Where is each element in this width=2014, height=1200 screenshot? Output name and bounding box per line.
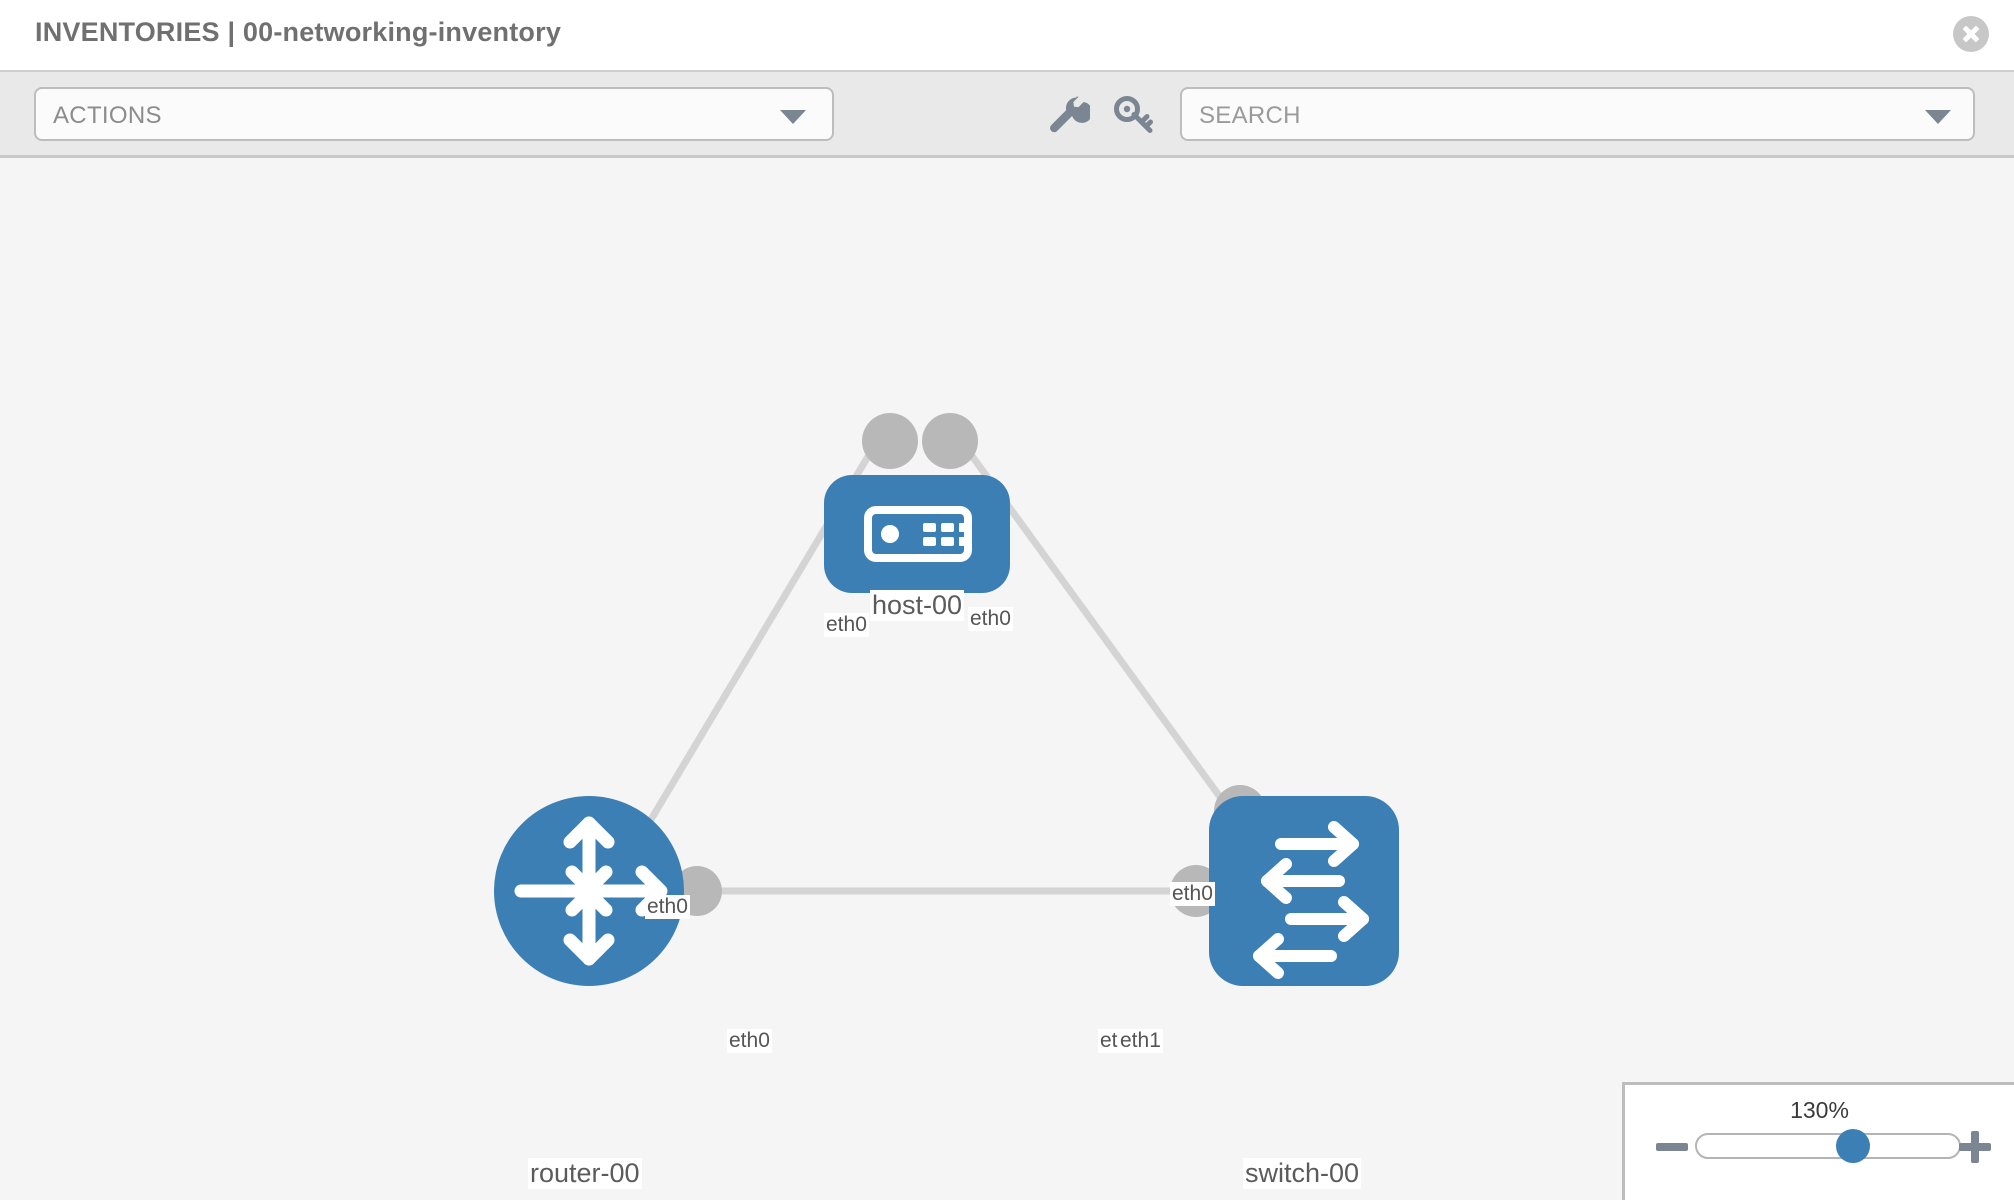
node-switch-00[interactable] xyxy=(1209,796,1399,986)
node-label-host-00: host-00 xyxy=(870,590,965,622)
iface-label: eth1 xyxy=(1118,1029,1163,1054)
connector-host-right xyxy=(922,413,978,469)
server-icon-details xyxy=(881,523,972,546)
plus-icon-v xyxy=(1971,1131,1979,1163)
iface-label: eth0 xyxy=(824,613,869,638)
search-placeholder: SEARCH xyxy=(1199,102,1301,129)
actions-dropdown-label: ACTIONS xyxy=(53,102,162,129)
iface-label: eth0 xyxy=(645,895,690,920)
server-icon xyxy=(864,506,972,562)
search-input[interactable]: SEARCH xyxy=(1180,87,1975,141)
node-label-router-00: router-00 xyxy=(528,1158,642,1190)
page-header: INVENTORIES | 00-networking-inventory xyxy=(0,0,2014,70)
node-router-00[interactable] xyxy=(494,796,684,986)
close-icon[interactable] xyxy=(1953,16,1989,52)
topology-canvas[interactable]: host-00 router-00 switch-00 eth0 eth0 et… xyxy=(0,158,2014,1200)
minus-icon xyxy=(1656,1143,1688,1151)
actions-dropdown[interactable]: ACTIONS xyxy=(34,87,834,141)
zoom-out-button[interactable] xyxy=(1655,1130,1689,1164)
page-title: INVENTORIES | 00-networking-inventory xyxy=(35,17,562,47)
chevron-down-icon xyxy=(780,110,806,124)
iface-label: eth0 xyxy=(968,607,1013,632)
zoom-in-button[interactable] xyxy=(1958,1130,1992,1164)
toolbar: ACTIONS SEARCH xyxy=(0,70,2014,158)
zoom-level-value: 130% xyxy=(1790,1097,1849,1123)
iface-label: eth0 xyxy=(727,1029,772,1054)
node-host-00[interactable] xyxy=(824,475,1010,593)
chevron-down-icon xyxy=(1925,110,1951,124)
zoom-slider[interactable] xyxy=(1695,1129,1961,1163)
node-label-switch-00: switch-00 xyxy=(1243,1158,1362,1190)
wrench-icon[interactable] xyxy=(1042,90,1090,138)
key-icon[interactable] xyxy=(1110,90,1158,138)
router-arrows-icon xyxy=(514,816,668,966)
topology-graph xyxy=(494,413,1399,986)
zoom-control-panel: 130% xyxy=(1622,1082,2014,1200)
connector-host-left xyxy=(862,413,918,469)
switch-arrows-icon xyxy=(1253,821,1369,979)
iface-label: eth0 xyxy=(1170,882,1215,907)
zoom-slider-handle[interactable] xyxy=(1836,1129,1871,1163)
